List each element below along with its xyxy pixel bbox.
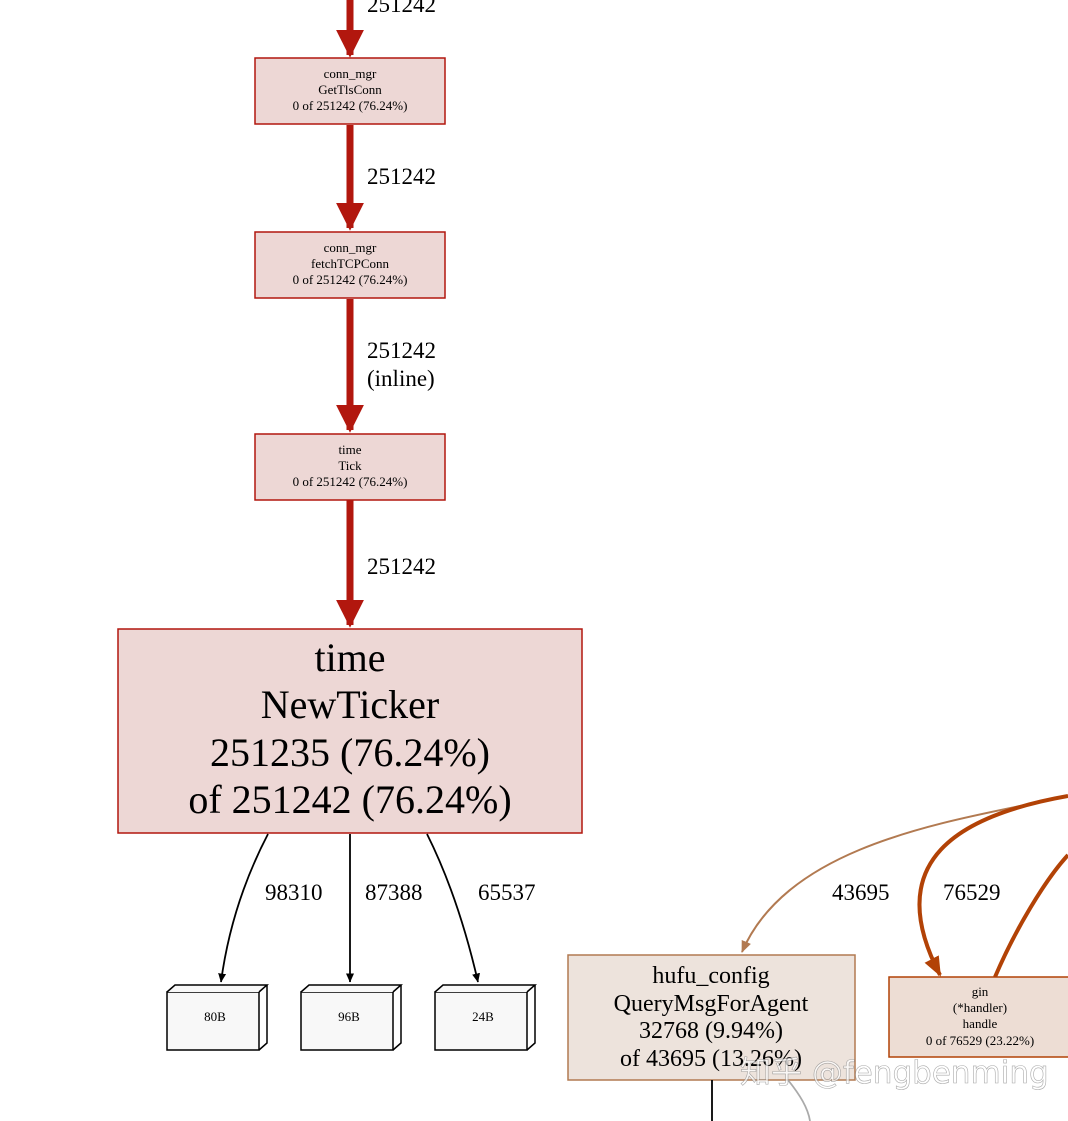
block-24b-label: 24B [472,1009,494,1024]
edge-ticker-to-96b: 87388 [346,834,423,983]
edge-tick-to-ticker: 251242 [336,500,436,628]
node-time-tick-func: Tick [338,458,362,473]
block-24b[interactable]: 24B [434,984,537,1051]
block-80b[interactable]: 80B [166,984,269,1051]
node-gin-func: handle [963,1016,998,1031]
node-query-msg-func: QueryMsgForAgent [614,991,809,1017]
block-80b-label: 80B [204,1009,226,1024]
edge-tls-to-fetch: 251242 [336,125,436,231]
node-new-ticker[interactable]: time NewTicker 251235 (76.24%) of 251242… [117,628,583,834]
node-fetch-tcp-conn-value: 0 of 251242 (76.24%) [293,272,408,287]
watermark: 知乎 @fengbenming [740,1055,1049,1091]
edge-ticker-to-80b: 98310 [218,833,323,983]
node-new-ticker-package: time [314,635,385,680]
block-96b-label: 96B [338,1009,360,1024]
edge-to-query-msg-label: 43695 [832,880,890,905]
node-fetch-tcp-conn-package: conn_mgr [324,240,377,255]
node-get-tls-conn-value: 0 of 251242 (76.24%) [293,98,408,113]
node-new-ticker-cum: of 251242 (76.24%) [188,777,511,822]
node-time-tick-package: time [338,442,361,457]
node-query-msg-for-agent[interactable]: hufu_config QueryMsgForAgent 32768 (9.94… [567,954,856,1081]
edge-ticker-to-24b-label: 65537 [478,880,536,905]
node-new-ticker-func: NewTicker [261,682,440,727]
node-fetch-tcp-conn[interactable]: conn_mgr fetchTCPConn 0 of 251242 (76.24… [254,231,446,299]
edge-fetch-to-tick-label: 251242 [367,338,436,363]
node-get-tls-conn-package: conn_mgr [324,66,377,81]
node-fetch-tcp-conn-func: fetchTCPConn [311,256,389,271]
edge-gin-outgoing [993,853,1068,978]
edge-fetch-to-tick: 251242 (inline) [336,299,436,433]
node-gin-package: gin [972,984,989,999]
node-time-tick-value: 0 of 251242 (76.24%) [293,474,408,489]
edge-query-msg-outgoing [711,1079,811,1121]
block-96b[interactable]: 96B [300,984,403,1051]
edge-to-gin-handle: 76529 [917,794,1068,977]
node-query-msg-cum: of 43695 (13.26%) [620,1046,802,1072]
edge-top-in: 251242 [336,0,436,58]
node-time-tick[interactable]: time Tick 0 of 251242 (76.24%) [254,433,446,501]
edge-to-gin-handle-label: 76529 [943,880,1001,905]
node-gin-value: 0 of 76529 (23.22%) [926,1033,1034,1048]
node-get-tls-conn[interactable]: conn_mgr GetTlsConn 0 of 251242 (76.24%) [254,57,446,125]
node-query-msg-package: hufu_config [652,963,769,989]
edge-ticker-to-80b-label: 98310 [265,880,323,905]
node-get-tls-conn-func: GetTlsConn [318,82,382,97]
edge-fetch-to-tick-inline: (inline) [367,366,435,391]
edge-ticker-to-24b: 65537 [426,833,536,983]
node-gin-receiver: (*handler) [953,1000,1007,1015]
node-gin-handle[interactable]: gin (*handler) handle 0 of 76529 (23.22%… [888,976,1068,1058]
edge-tls-to-fetch-label: 251242 [367,164,436,189]
edge-tick-to-ticker-label: 251242 [367,554,436,579]
node-query-msg-flat: 32768 (9.94%) [639,1018,783,1044]
node-new-ticker-flat: 251235 (76.24%) [210,730,490,775]
edge-top-in-label: 251242 [367,0,436,17]
edge-ticker-to-96b-label: 87388 [365,880,423,905]
